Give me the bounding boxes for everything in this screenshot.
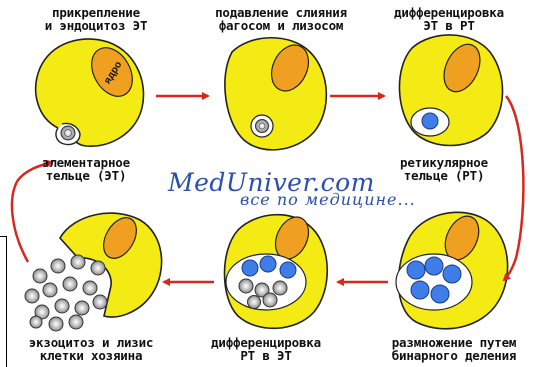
label-attachment-endocytosis: прикрепление и эндоцитоз ЭТ [26,6,166,32]
watermark-tagline: все по медицине... [240,190,416,209]
label-differentiation-et-rt: дифференцировка ЭТ в РТ [374,6,524,32]
label-binary-division: размножение путем бинарного деления [370,336,538,362]
cell-exocytosis-lysis [25,212,162,331]
cell-differentiation-et-rt [399,35,502,146]
label-suppression-fusion: подавление слияния фагосом и лизосом [196,6,366,32]
cell-differentiation-rt-et [225,212,328,329]
cell-binary-division [396,211,508,329]
reticular-body-icon [422,113,438,129]
frame-edge-right [6,236,7,367]
label-elementary-body: элементарное тельце (ЭТ) [26,156,146,182]
cell-attachment [36,39,144,146]
label-reticular-body: ретикулярное тельце (РТ) [382,156,506,182]
label-differentiation-rt-et: дифференцировка РТ в ЭТ [194,336,338,362]
et-in-phagosome-icon [256,120,269,133]
label-exocytosis-lysis: экзоцитоз и лизис клетки хозяина [10,336,172,362]
released-elementary-bodies [25,255,107,331]
elementary-body-icon [61,126,75,140]
cell-suppression [225,38,326,150]
